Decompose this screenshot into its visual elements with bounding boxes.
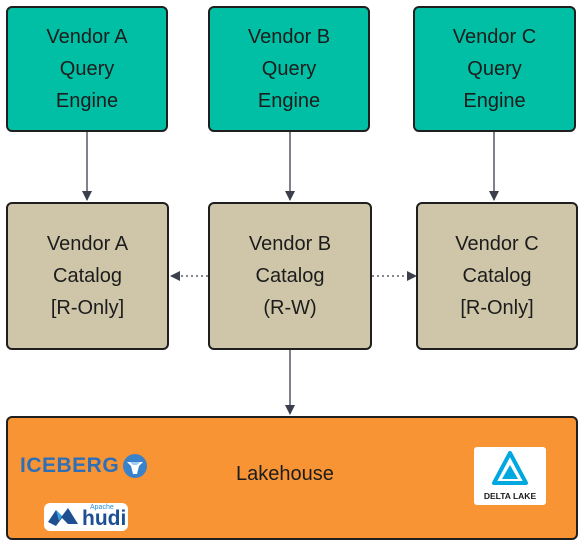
catalog-label-line: Vendor C [455,233,539,255]
engine-label-line: Engine [257,90,321,112]
hudi-apache-text: Apache [90,504,114,511]
iceberg-icon [123,454,148,478]
hudi-logo-text: hudi [82,507,127,530]
engine-label-line: Query [59,58,115,80]
iceberg-logo-text: ICEBERG [20,454,120,477]
engine-label-line: Vendor B [247,26,331,48]
catalog-label-line: Vendor A [46,233,129,255]
vendor-b-catalog: Vendor B Catalog (R-W) [208,202,372,350]
lakehouse-label: Lakehouse [236,463,334,485]
catalog-label-line: [R-Only] [460,297,534,319]
vendor-b-query-engine: Vendor B Query Engine [208,6,370,132]
vendor-a-catalog: Vendor A Catalog [R-Only] [6,202,169,350]
engine-label-line: Vendor A [46,26,128,48]
engine-label-line: Query [261,58,317,80]
catalog-label-line: Vendor B [248,233,332,255]
vendor-c-query-engine: Vendor C Query Engine [413,6,576,132]
engine-label-line: Query [467,58,522,80]
iceberg-logo: ICEBERG [20,452,149,480]
vendor-a-query-engine: Vendor A Query Engine [6,6,168,132]
delta-triangle-icon [492,451,528,485]
catalog-label-line: (R-W) [263,297,317,319]
engine-label-line: Engine [463,90,526,112]
delta-lake-logo-text: DELTA LAKE [483,491,537,501]
apache-hudi-logo: Apache hudi [44,503,128,531]
vendor-c-catalog: Vendor C Catalog [R-Only] [416,202,578,350]
hudi-bird-icon [48,508,78,526]
engine-label-line: Engine [55,90,119,112]
catalog-label-line: Catalog [462,265,532,287]
catalog-label-line: Catalog [255,265,325,287]
catalog-label-line: [R-Only] [50,297,125,319]
delta-lake-logo: DELTA LAKE [474,447,546,505]
engine-label-line: Vendor C [452,26,537,48]
catalog-label-line: Catalog [53,265,122,287]
